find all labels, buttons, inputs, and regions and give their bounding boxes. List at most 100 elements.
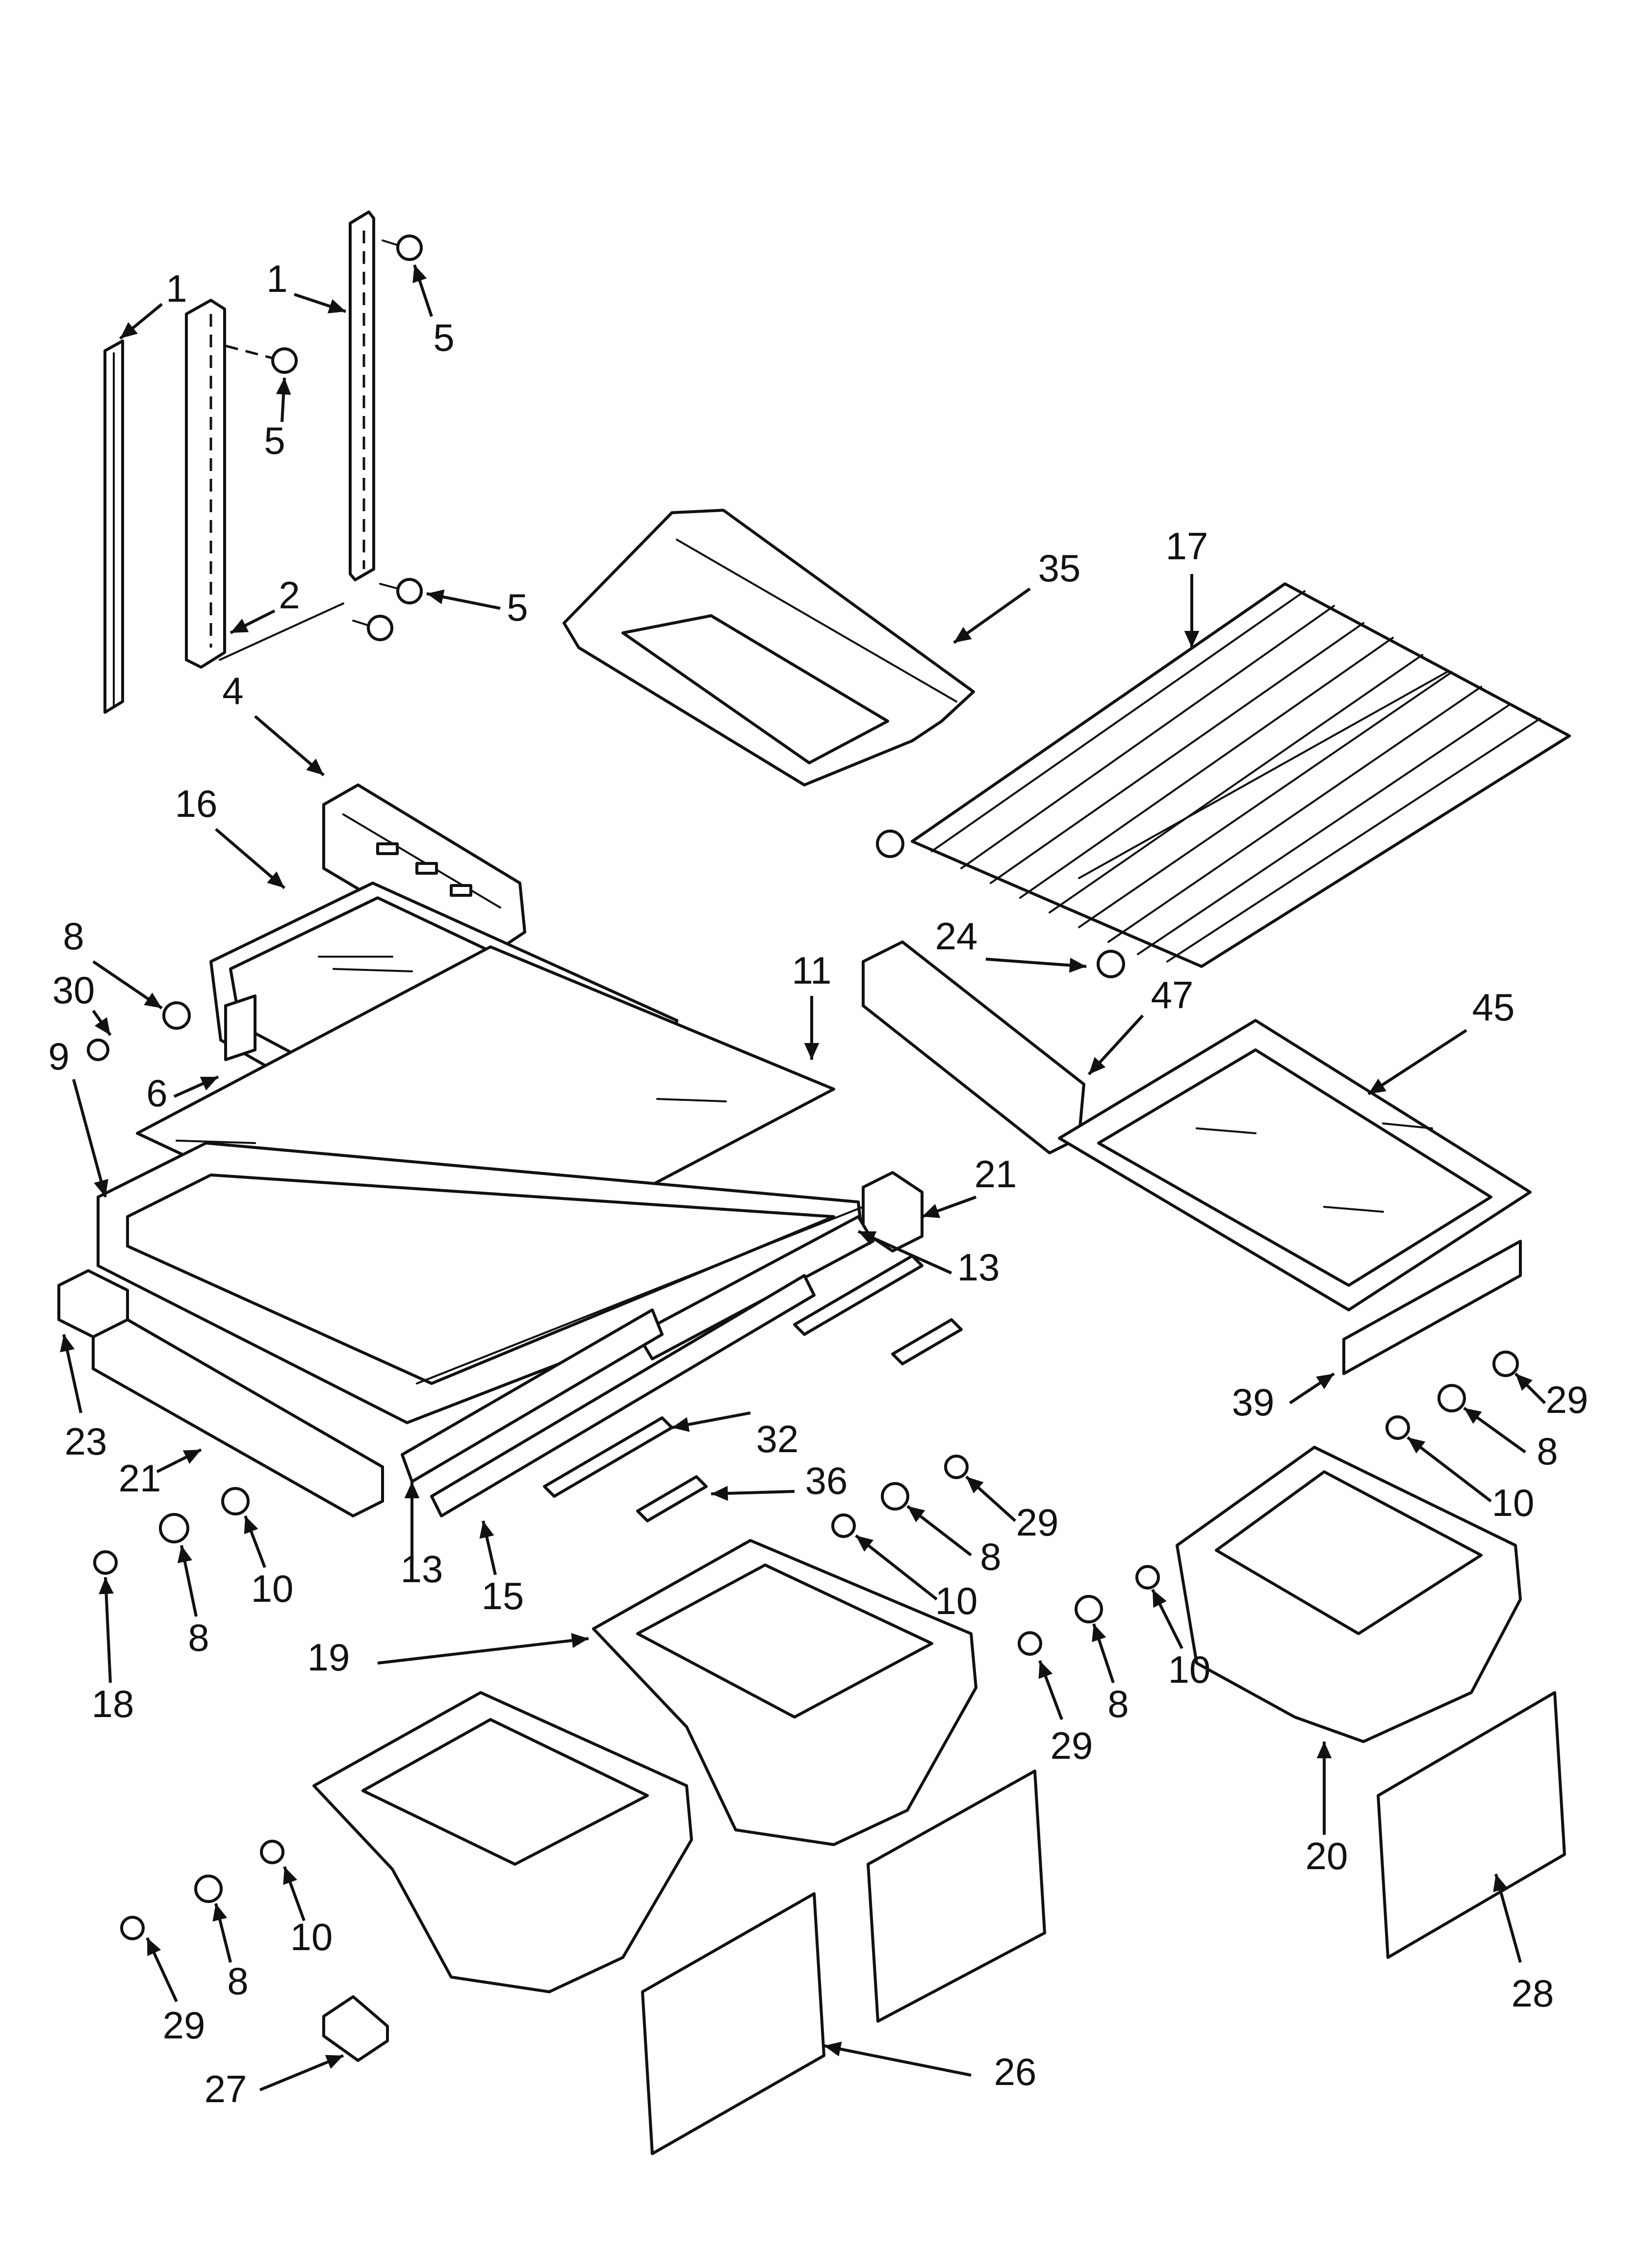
callout-label: 2 <box>279 574 300 617</box>
shelf-ladder-center <box>185 299 226 669</box>
arrowhead-icon <box>94 1179 108 1197</box>
callout-label: 11 <box>792 949 832 992</box>
leader-line <box>377 1637 589 1665</box>
washer-icon <box>260 1840 284 1864</box>
callout-label: 30 <box>52 968 95 1012</box>
arrowhead-icon <box>1316 1742 1332 1758</box>
callout-label: 10 <box>935 1579 978 1622</box>
arrowhead-icon <box>212 1903 228 1922</box>
leader-line <box>72 1079 107 1198</box>
washer-icon <box>221 1487 250 1515</box>
arrowhead-icon <box>200 1076 218 1091</box>
callout-label: 16 <box>175 782 218 825</box>
arrowhead-icon <box>571 1633 589 1648</box>
callout-label: 9 <box>48 1035 69 1078</box>
screw-icon <box>379 578 423 604</box>
shelf-ladder-left <box>103 339 124 714</box>
wire-shelf-17 <box>911 582 1571 968</box>
callout-label: 29 <box>163 2004 205 2047</box>
callout-label: 20 <box>1306 1834 1348 1877</box>
arrowhead-icon <box>907 1506 925 1522</box>
arrowhead-icon <box>1069 958 1086 973</box>
arrowhead-icon <box>1515 1374 1533 1391</box>
callout-label: 1 <box>166 267 187 310</box>
arrowhead-icon <box>144 992 162 1008</box>
arrowhead-icon <box>1464 1408 1482 1424</box>
washer-icon <box>194 1875 223 1903</box>
shelf-trim-47 <box>862 940 1085 1154</box>
callout-label: 19 <box>308 1636 350 1679</box>
arrowhead-icon <box>276 378 291 395</box>
shelf-rail-21-left <box>92 1318 384 1517</box>
callout-label: 8 <box>1107 1682 1129 1725</box>
callout-label: 18 <box>92 1682 134 1725</box>
arrowhead-icon <box>120 322 138 339</box>
callout-label: 5 <box>264 419 285 462</box>
drawer-front-26-left <box>641 1892 825 2155</box>
callout-label: 5 <box>507 586 528 629</box>
dairy-bin-4 <box>322 783 526 963</box>
callout-label: 45 <box>1472 986 1515 1029</box>
arrowhead-icon <box>283 1867 297 1885</box>
bracket-6-icon <box>224 994 257 1061</box>
arrowhead-icon <box>244 1516 258 1535</box>
callout-label: 24 <box>935 914 978 958</box>
callout-label: 17 <box>1166 524 1208 568</box>
arrowhead-icon <box>804 1043 820 1060</box>
arrowhead-icon <box>231 619 249 633</box>
washer-icon <box>881 1482 909 1511</box>
shelf-stud-icon <box>1097 950 1125 978</box>
crisper-drawer-20 <box>1176 1446 1522 1743</box>
arrowhead-icon <box>858 1231 877 1245</box>
arrowhead-icon <box>412 265 427 284</box>
bolt-icon <box>944 1455 969 1479</box>
leader-line <box>104 1577 112 1683</box>
callout-label: 23 <box>65 1420 107 1463</box>
callout-label: 21 <box>119 1457 161 1500</box>
callout-label: 10 <box>1492 1481 1535 1524</box>
drawer-stop-27 <box>322 1995 389 2062</box>
bolt-icon <box>1492 1351 1519 1377</box>
screw-icon <box>225 344 298 374</box>
drawer-front-28 <box>1377 1691 1566 1959</box>
glass-shelf-45 <box>1058 1019 1532 1311</box>
bolt-icon <box>120 1916 145 1940</box>
leader-line <box>855 1534 938 1601</box>
callout-label: 10 <box>290 1915 333 1958</box>
bolt-icon <box>87 1039 109 1061</box>
arrowhead-icon <box>711 1486 728 1501</box>
arrowhead-icon <box>672 1417 690 1432</box>
arrowhead-icon <box>966 1477 984 1494</box>
callout-label: 29 <box>1546 1378 1589 1421</box>
callout-label: 47 <box>1151 973 1194 1017</box>
arrowhead-icon <box>99 1577 114 1594</box>
callout-label: 10 <box>1168 1648 1211 1691</box>
washer-icon <box>831 1513 856 1538</box>
arrowhead-icon <box>1408 1437 1426 1454</box>
callout-label: 39 <box>1232 1381 1275 1424</box>
callout-label: 13 <box>401 1547 443 1590</box>
crisper-drawer-19-left <box>312 1691 693 1993</box>
crisper-drawer-19-center <box>592 1539 977 1846</box>
leader-line <box>1407 1436 1492 1503</box>
callout-label: 4 <box>222 669 243 712</box>
arrowhead-icon <box>404 1482 420 1498</box>
bolt-icon <box>93 1550 118 1575</box>
bolt-icon <box>1018 1631 1042 1656</box>
leader-line <box>985 958 1087 968</box>
arrowhead-icon <box>94 1017 110 1035</box>
arrowhead-icon <box>325 2055 343 2069</box>
arrowhead-icon <box>267 871 284 888</box>
arrowhead-icon <box>147 1938 161 1956</box>
callout-label: 35 <box>1038 547 1081 590</box>
leader-line <box>857 1230 952 1275</box>
callout-label: 8 <box>980 1535 1001 1578</box>
arrowhead-icon <box>60 1334 75 1353</box>
leader-line <box>823 2044 972 2077</box>
callout-label: 8 <box>1537 1430 1558 1473</box>
arrowhead-icon <box>1092 1624 1106 1642</box>
arrowhead-icon <box>1184 631 1200 648</box>
washer-icon <box>162 1001 191 1030</box>
arrowhead-icon <box>1153 1590 1167 1608</box>
